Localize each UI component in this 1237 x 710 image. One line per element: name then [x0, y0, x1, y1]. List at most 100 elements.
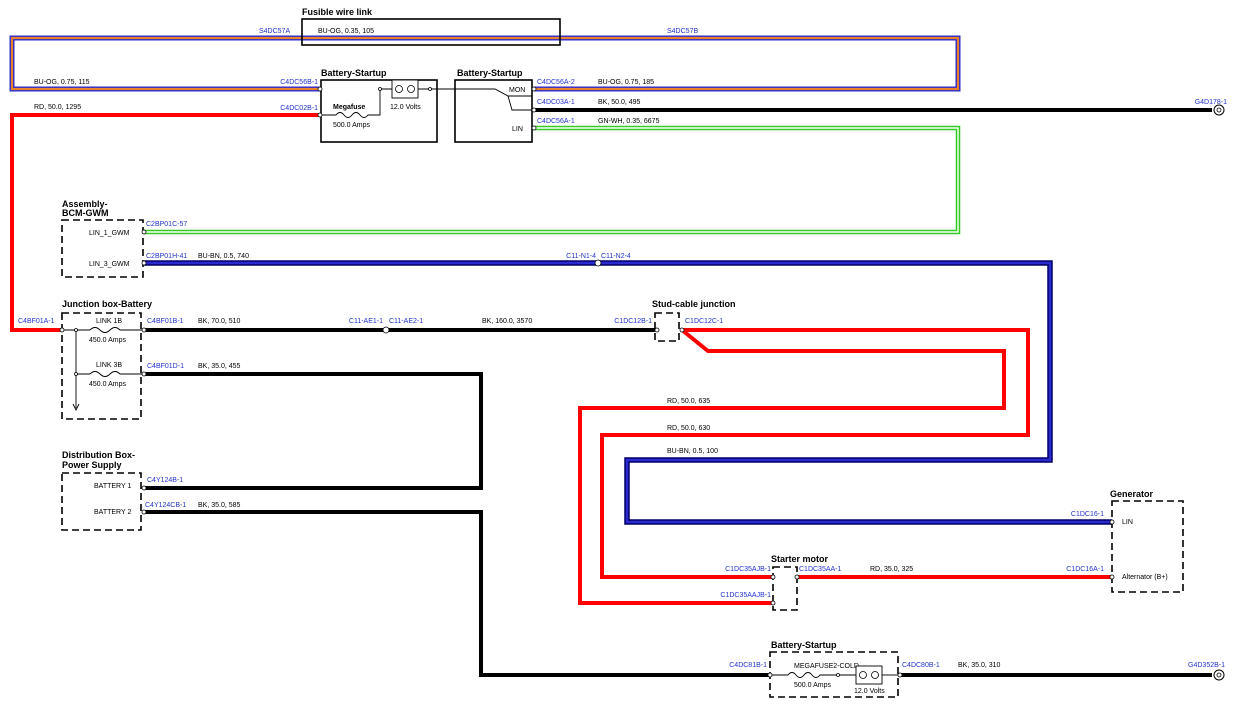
connector-c11ae11: C11-AE1-1: [349, 318, 383, 325]
wire-label-325: RD, 35.0, 325: [870, 566, 913, 573]
battery-startup-bottom-title: Battery-Startup: [771, 640, 837, 650]
fusible-link: Fusible wire link: [301, 7, 561, 46]
connector-c4dc56a2: C4DC56A-2: [537, 79, 575, 86]
lin1-gwm-label: LIN_1_GWM: [89, 230, 130, 237]
wire-label-310: BK, 35.0, 310: [958, 662, 1001, 669]
wire-label-6675: GN-WH, 0.35, 6675: [598, 118, 660, 125]
connector-g4d1781: G4D178-1: [1195, 99, 1227, 106]
connector-c11ae21: C11-AE2-1: [389, 318, 423, 325]
connector-c4dc56b1: C4DC56B-1: [280, 79, 318, 86]
wire-label-630: RD, 50.0, 630: [667, 425, 710, 432]
link1b-rating: 450.0 Amps: [89, 337, 126, 344]
link3b-rating: 450.0 Amps: [89, 381, 126, 388]
starter-motor: Starter motor: [771, 554, 829, 611]
stud-cable-junction: Stud-cable junction: [652, 299, 736, 342]
link1b-label: LINK 1B: [96, 318, 122, 325]
starter-motor-title: Starter motor: [771, 554, 829, 564]
wire-label-105: BU-OG, 0.35, 105: [318, 28, 374, 35]
wire-label-1295: RD, 50.0, 1295: [34, 104, 81, 111]
battery-volts: 12.0 Volts: [390, 104, 421, 111]
connector-c4bf01a1: C4BF01A-1: [18, 318, 55, 325]
battery-startup-right: Battery-Startup MON LIN: [454, 68, 533, 143]
distribution-title-2: Power Supply: [62, 460, 122, 470]
connector-c4dc56a1: C4DC56A-1: [537, 118, 575, 125]
wire-rd-stud: [600, 328, 1030, 579]
connector-c1dc35aa1: C1DC35AA-1: [799, 566, 842, 573]
battery-startup-right-title: Battery-Startup: [457, 68, 523, 78]
connector-c4y124cb1: C4Y124CB-1: [145, 502, 186, 509]
connector-s4dc57b: S4DC57B: [667, 28, 698, 35]
megafuse2-label: MEGAFUSE2-COLD: [794, 663, 859, 670]
megafuse-rating: 500.0 Amps: [333, 122, 370, 129]
link3b-label: LINK 3B: [96, 362, 122, 369]
megafuse-symbol: [322, 88, 392, 118]
wire-label-740: BU-BN, 0.5, 740: [198, 253, 249, 260]
battery2-symbol: [855, 665, 883, 685]
connector-s4dc57a: S4DC57A: [259, 28, 290, 35]
connector-c4dc81b1: C4DC81B-1: [729, 662, 767, 669]
megafuse2-symbol: [770, 672, 856, 678]
assembly-title-1: Assembly-: [62, 199, 108, 209]
battery-startup-bottom: Battery-Startup MEGAFUSE2-COLD 500.0 Amp…: [769, 640, 899, 698]
connector-labels: S4DC57A S4DC57B C4DC56B-1 C4DC02B-1 C4DC…: [18, 28, 1227, 669]
connector-c4bf01d1: C4BF01D-1: [147, 363, 184, 370]
connector-c11n14: C11-N1-4: [566, 253, 596, 260]
wire-rd-635: [578, 328, 1006, 605]
link1b-fuse: [89, 327, 143, 333]
connector-g4d352b1: G4D352B-1: [1188, 662, 1225, 669]
battery-startup-left: Battery-Startup Megafuse 500.0 Amps 12.0…: [320, 68, 455, 143]
link3b-fuse: [89, 371, 143, 377]
connector-c1dc35aajb1: C1DC35AAJB-1: [720, 592, 771, 599]
generator-lin-label: LIN: [1122, 519, 1133, 526]
megafuse2-rating: 500.0 Amps: [794, 682, 831, 689]
generator: Generator LIN Alternator (B+): [1110, 489, 1184, 593]
connector-c2bp01h41: C2BP01H-41: [146, 253, 187, 260]
connector-c1dc35ajb1: C1DC35AJB-1: [725, 566, 771, 573]
battery1-label: BATTERY 1: [94, 483, 131, 490]
fusible-link-title: Fusible wire link: [302, 7, 373, 17]
battery-startup-left-title: Battery-Startup: [321, 68, 387, 78]
wire-label-495: BK, 50.0, 495: [598, 99, 641, 106]
junction-box-battery: Junction box-Battery LINK 1B 450.0 Amps …: [61, 299, 152, 420]
wire-label-115: BU-OG, 0.75, 115: [34, 79, 90, 86]
distribution-box: Distribution Box- Power Supply BATTERY 1…: [61, 450, 142, 531]
wire-bk-455: [144, 372, 483, 490]
stud-cable-title: Stud-cable junction: [652, 299, 736, 309]
connector-c11n24: C11-N2-4: [601, 253, 631, 260]
wire-bk-585: [144, 510, 770, 677]
connector-c1dc16a1: C1DC16A-1: [1066, 566, 1104, 573]
connector-c4dc03a1: C4DC03A-1: [537, 99, 575, 106]
connector-c4bf01b1: C4BF01B-1: [147, 318, 184, 325]
wire-label-185: BU-OG, 0.75, 185: [598, 79, 654, 86]
connector-c4y124b1: C4Y124B-1: [147, 477, 183, 484]
lin-label: LIN: [512, 126, 523, 133]
mon-label: MON: [509, 87, 525, 94]
wire-gn-wh-6675: [144, 125, 961, 235]
battery2-volts: 12.0 Volts: [854, 688, 885, 695]
connector-c4dc80b1: C4DC80B-1: [902, 662, 940, 669]
wire-label-635: RD, 50.0, 635: [667, 398, 710, 405]
battery2-label: BATTERY 2: [94, 509, 131, 516]
wire-label-455: BK, 35.0, 455: [198, 363, 241, 370]
ground-g4d178-icon: [1213, 104, 1225, 116]
alternator-label: Alternator (B+): [1122, 574, 1168, 581]
connector-c1dc12b1: C1DC12B-1: [614, 318, 652, 325]
wire-label-100: BU-BN, 0.5, 100: [667, 448, 718, 455]
wire-label-585: BK, 35.0, 585: [198, 502, 241, 509]
generator-title: Generator: [1110, 489, 1154, 499]
pins: [59, 86, 1115, 678]
junction-box-title: Junction box-Battery: [62, 299, 152, 309]
assembly-bcm-gwm: Assembly- BCM-GWM LIN_1_GWM LIN_3_GWM: [61, 199, 144, 278]
distribution-title-1: Distribution Box-: [62, 450, 135, 460]
wire-label-3570: BK, 160.0, 3570: [482, 318, 532, 325]
ground-g4d352b-icon: [1213, 669, 1225, 681]
connector-c1dc12c1: C1DC12C-1: [685, 318, 723, 325]
connector-c1dc161: C1DC16-1: [1071, 511, 1104, 518]
connector-c2bp01c57: C2BP01C-57: [146, 221, 187, 228]
wire-labels: BU-OG, 0.35, 105 BU-OG, 0.75, 115 RD, 50…: [34, 28, 1001, 669]
megafuse-label: Megafuse: [333, 104, 365, 111]
wire-rd-1295: [10, 113, 320, 332]
lin3-gwm-label: LIN_3_GWM: [89, 261, 130, 268]
wire-label-510: BK, 70.0, 510: [198, 318, 241, 325]
